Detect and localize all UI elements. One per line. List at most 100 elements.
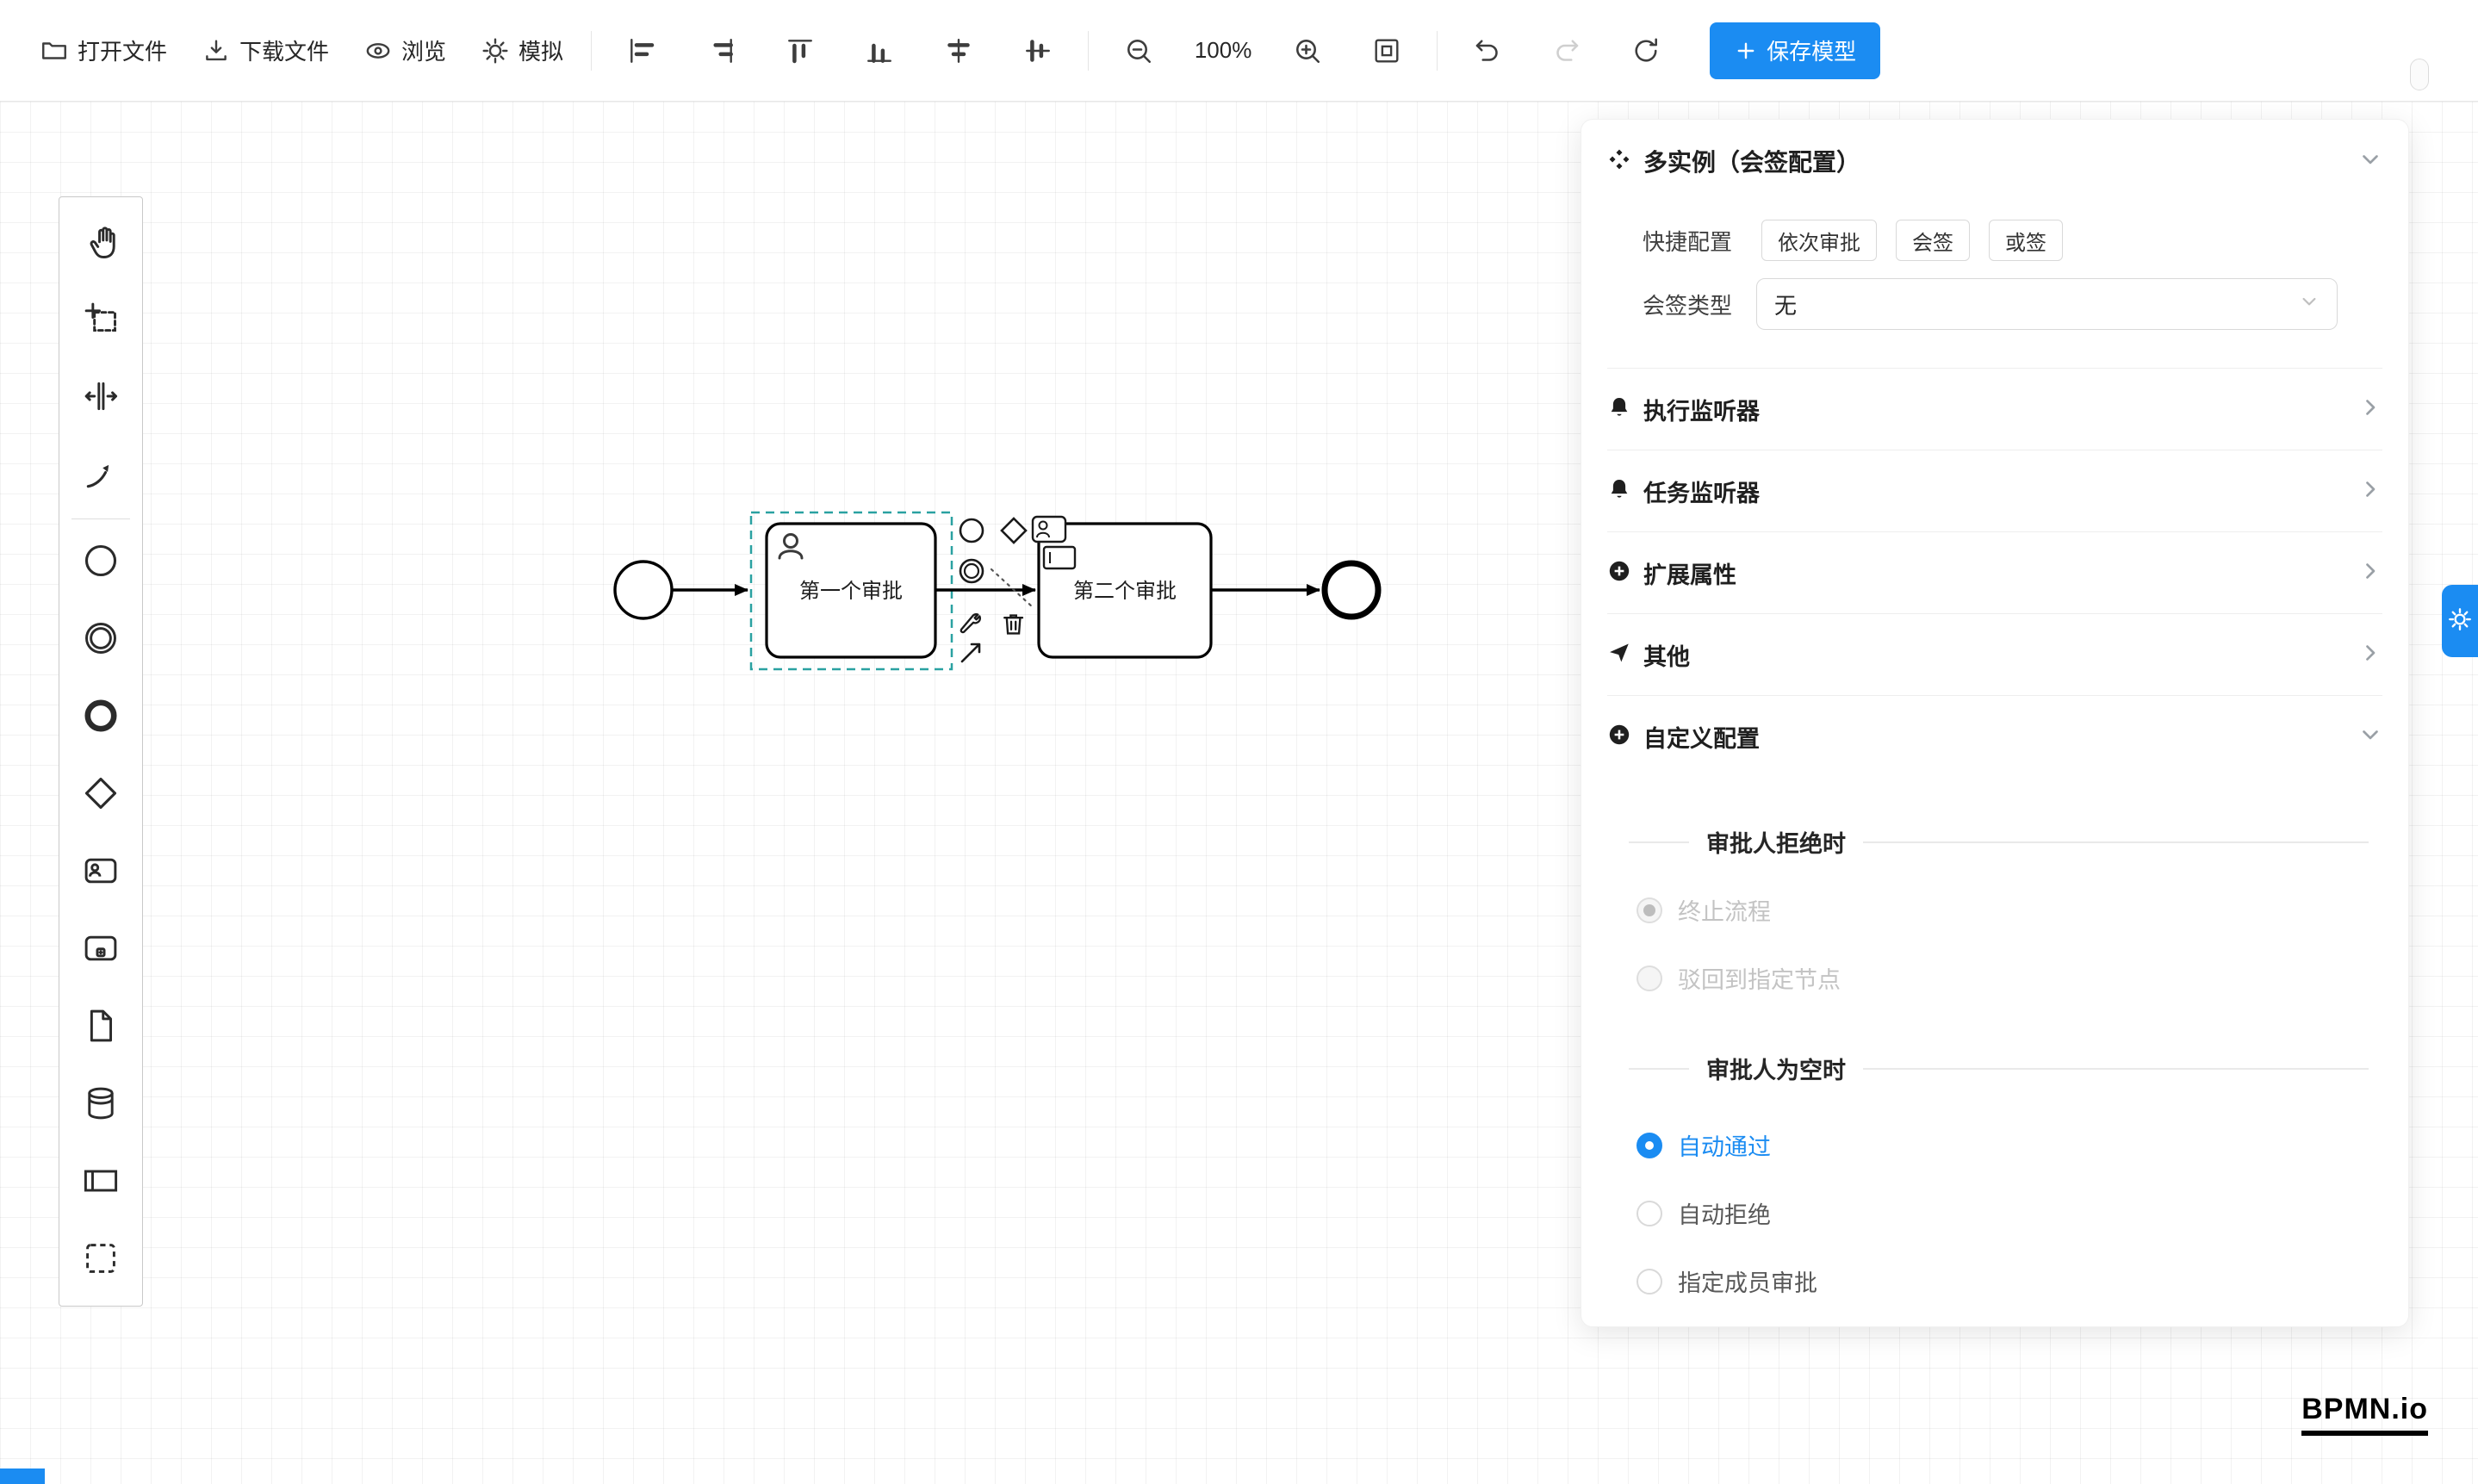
create-group[interactable] <box>59 1221 142 1299</box>
align-center-horizontal-icon <box>943 35 974 66</box>
toolbar-separator <box>1437 30 1438 71</box>
radio-circle <box>1636 1268 1662 1295</box>
send-icon <box>1607 641 1631 669</box>
radio-circle <box>1636 1200 1662 1226</box>
align-top-button[interactable] <box>761 20 840 82</box>
radio-circle <box>1636 1132 1662 1158</box>
section-extended-properties[interactable]: 扩展属性 <box>1607 531 2382 613</box>
sign-type-label: 会签类型 <box>1642 292 1732 319</box>
append-call-activity-icon[interactable] <box>1042 545 1077 570</box>
zoom-level[interactable]: 100% <box>1194 37 1252 63</box>
append-user-task-icon[interactable] <box>1031 515 1067 543</box>
append-intermediate-event-icon[interactable] <box>959 558 984 584</box>
create-user-task[interactable] <box>59 834 142 911</box>
download-file-button[interactable]: 下载文件 <box>184 20 346 82</box>
end-event[interactable] <box>1321 560 1382 620</box>
chevron-right-icon <box>2358 477 2382 506</box>
sign-type-select[interactable]: 无 <box>1756 278 2338 330</box>
radio-auto-reject[interactable]: 自动拒绝 <box>1636 1196 2408 1230</box>
preview-button[interactable]: 浏览 <box>346 20 463 82</box>
preview-label: 浏览 <box>401 39 447 65</box>
redo-button[interactable] <box>1527 20 1606 82</box>
create-subprocess[interactable] <box>59 911 142 989</box>
reset-button[interactable] <box>1606 20 1686 82</box>
context-pad <box>959 515 1077 663</box>
intermediate-event-icon <box>82 619 120 661</box>
chevron-right-icon <box>2358 395 2382 424</box>
align-middle-vertical-button[interactable] <box>998 20 1078 82</box>
create-start-event[interactable] <box>59 524 142 601</box>
chevron-down-icon <box>2358 147 2382 176</box>
space-tool[interactable] <box>59 359 142 437</box>
gear-icon <box>481 36 510 65</box>
zoom-out-icon <box>1123 35 1154 66</box>
reject-group-title: 审批人拒绝时 <box>1706 831 1846 857</box>
hand-tool[interactable] <box>59 204 142 282</box>
radio-label: 终止流程 <box>1678 899 1771 925</box>
palette-separator <box>71 518 130 519</box>
create-participant[interactable] <box>59 1144 142 1221</box>
section-label: 其他 <box>1643 643 1690 670</box>
bpmn-io-watermark[interactable]: BPMN.io <box>2301 1393 2428 1436</box>
refresh-icon <box>1630 35 1661 66</box>
open-file-label: 打开文件 <box>78 39 168 65</box>
open-file-button[interactable]: 打开文件 <box>22 20 184 82</box>
redo-icon <box>1551 35 1582 66</box>
append-event-icon[interactable] <box>959 518 984 543</box>
hand-icon <box>82 222 120 264</box>
fit-viewport-button[interactable] <box>1347 20 1426 82</box>
radio-circle <box>1636 897 1662 923</box>
radio-return-to-node[interactable]: 驳回到指定节点 <box>1636 961 2408 995</box>
reject-group-divider: 审批人拒绝时 <box>1629 825 2369 859</box>
panel-scrollbar-thumb[interactable] <box>2410 59 2429 90</box>
undo-icon <box>1472 35 1503 66</box>
plus-circle-icon <box>1607 559 1631 587</box>
undo-button[interactable] <box>1448 20 1527 82</box>
create-data-store[interactable] <box>59 1066 142 1144</box>
database-icon <box>82 1084 120 1127</box>
radio-label: 指定成员审批 <box>1678 1270 1817 1296</box>
quick-option-sequential-button[interactable]: 依次审批 <box>1761 220 1877 261</box>
simulate-button[interactable]: 模拟 <box>463 20 581 82</box>
simulate-label: 模拟 <box>519 39 564 65</box>
section-custom-config[interactable]: 自定义配置 <box>1607 695 2382 777</box>
start-event[interactable] <box>613 560 674 620</box>
chevron-right-icon <box>2358 559 2382 587</box>
zoom-in-button[interactable] <box>1268 20 1347 82</box>
create-intermediate-event[interactable] <box>59 601 142 679</box>
multi-instance-header[interactable]: 多实例（会签配置） <box>1581 120 2408 202</box>
lasso-tool[interactable] <box>59 282 142 359</box>
connect-arrow-icon[interactable] <box>960 643 981 663</box>
quick-option-countersign-button[interactable]: 会签 <box>1896 220 1970 261</box>
quick-option-orsign-button[interactable]: 或签 <box>1989 220 2063 261</box>
append-gateway-icon[interactable] <box>1000 517 1028 544</box>
bpmn-palette <box>59 196 143 1307</box>
radio-terminate-process[interactable]: 终止流程 <box>1636 893 2408 927</box>
radio-auto-pass[interactable]: 自动通过 <box>1636 1128 2408 1162</box>
zoom-out-button[interactable] <box>1099 20 1178 82</box>
save-model-button[interactable]: 保存模型 <box>1710 22 1881 79</box>
toolbar: 打开文件 下载文件 浏览 模拟 <box>0 0 2478 102</box>
group-icon <box>82 1239 120 1282</box>
align-left-button[interactable] <box>602 20 681 82</box>
wrench-icon[interactable] <box>960 613 982 634</box>
create-end-event[interactable] <box>59 679 142 756</box>
section-other[interactable]: 其他 <box>1607 613 2382 695</box>
end-event-icon <box>82 697 120 739</box>
toolbar-separator <box>1088 30 1090 71</box>
chevron-down-icon <box>2299 291 2320 318</box>
align-right-button[interactable] <box>681 20 761 82</box>
section-task-listener[interactable]: 任务监听器 <box>1607 450 2382 531</box>
trash-icon[interactable] <box>1003 614 1024 635</box>
zoom-in-icon <box>1292 35 1323 66</box>
settings-edge-tab[interactable] <box>2442 585 2478 657</box>
global-connect-tool[interactable] <box>59 437 142 514</box>
section-execution-listener[interactable]: 执行监听器 <box>1607 368 2382 450</box>
radio-assign-member[interactable]: 指定成员审批 <box>1636 1264 2408 1298</box>
create-data-object[interactable] <box>59 989 142 1066</box>
create-gateway[interactable] <box>59 756 142 834</box>
align-bottom-button[interactable] <box>840 20 919 82</box>
align-center-horizontal-button[interactable] <box>919 20 998 82</box>
download-file-label: 下载文件 <box>239 39 330 65</box>
chevron-down-icon <box>2358 723 2382 751</box>
